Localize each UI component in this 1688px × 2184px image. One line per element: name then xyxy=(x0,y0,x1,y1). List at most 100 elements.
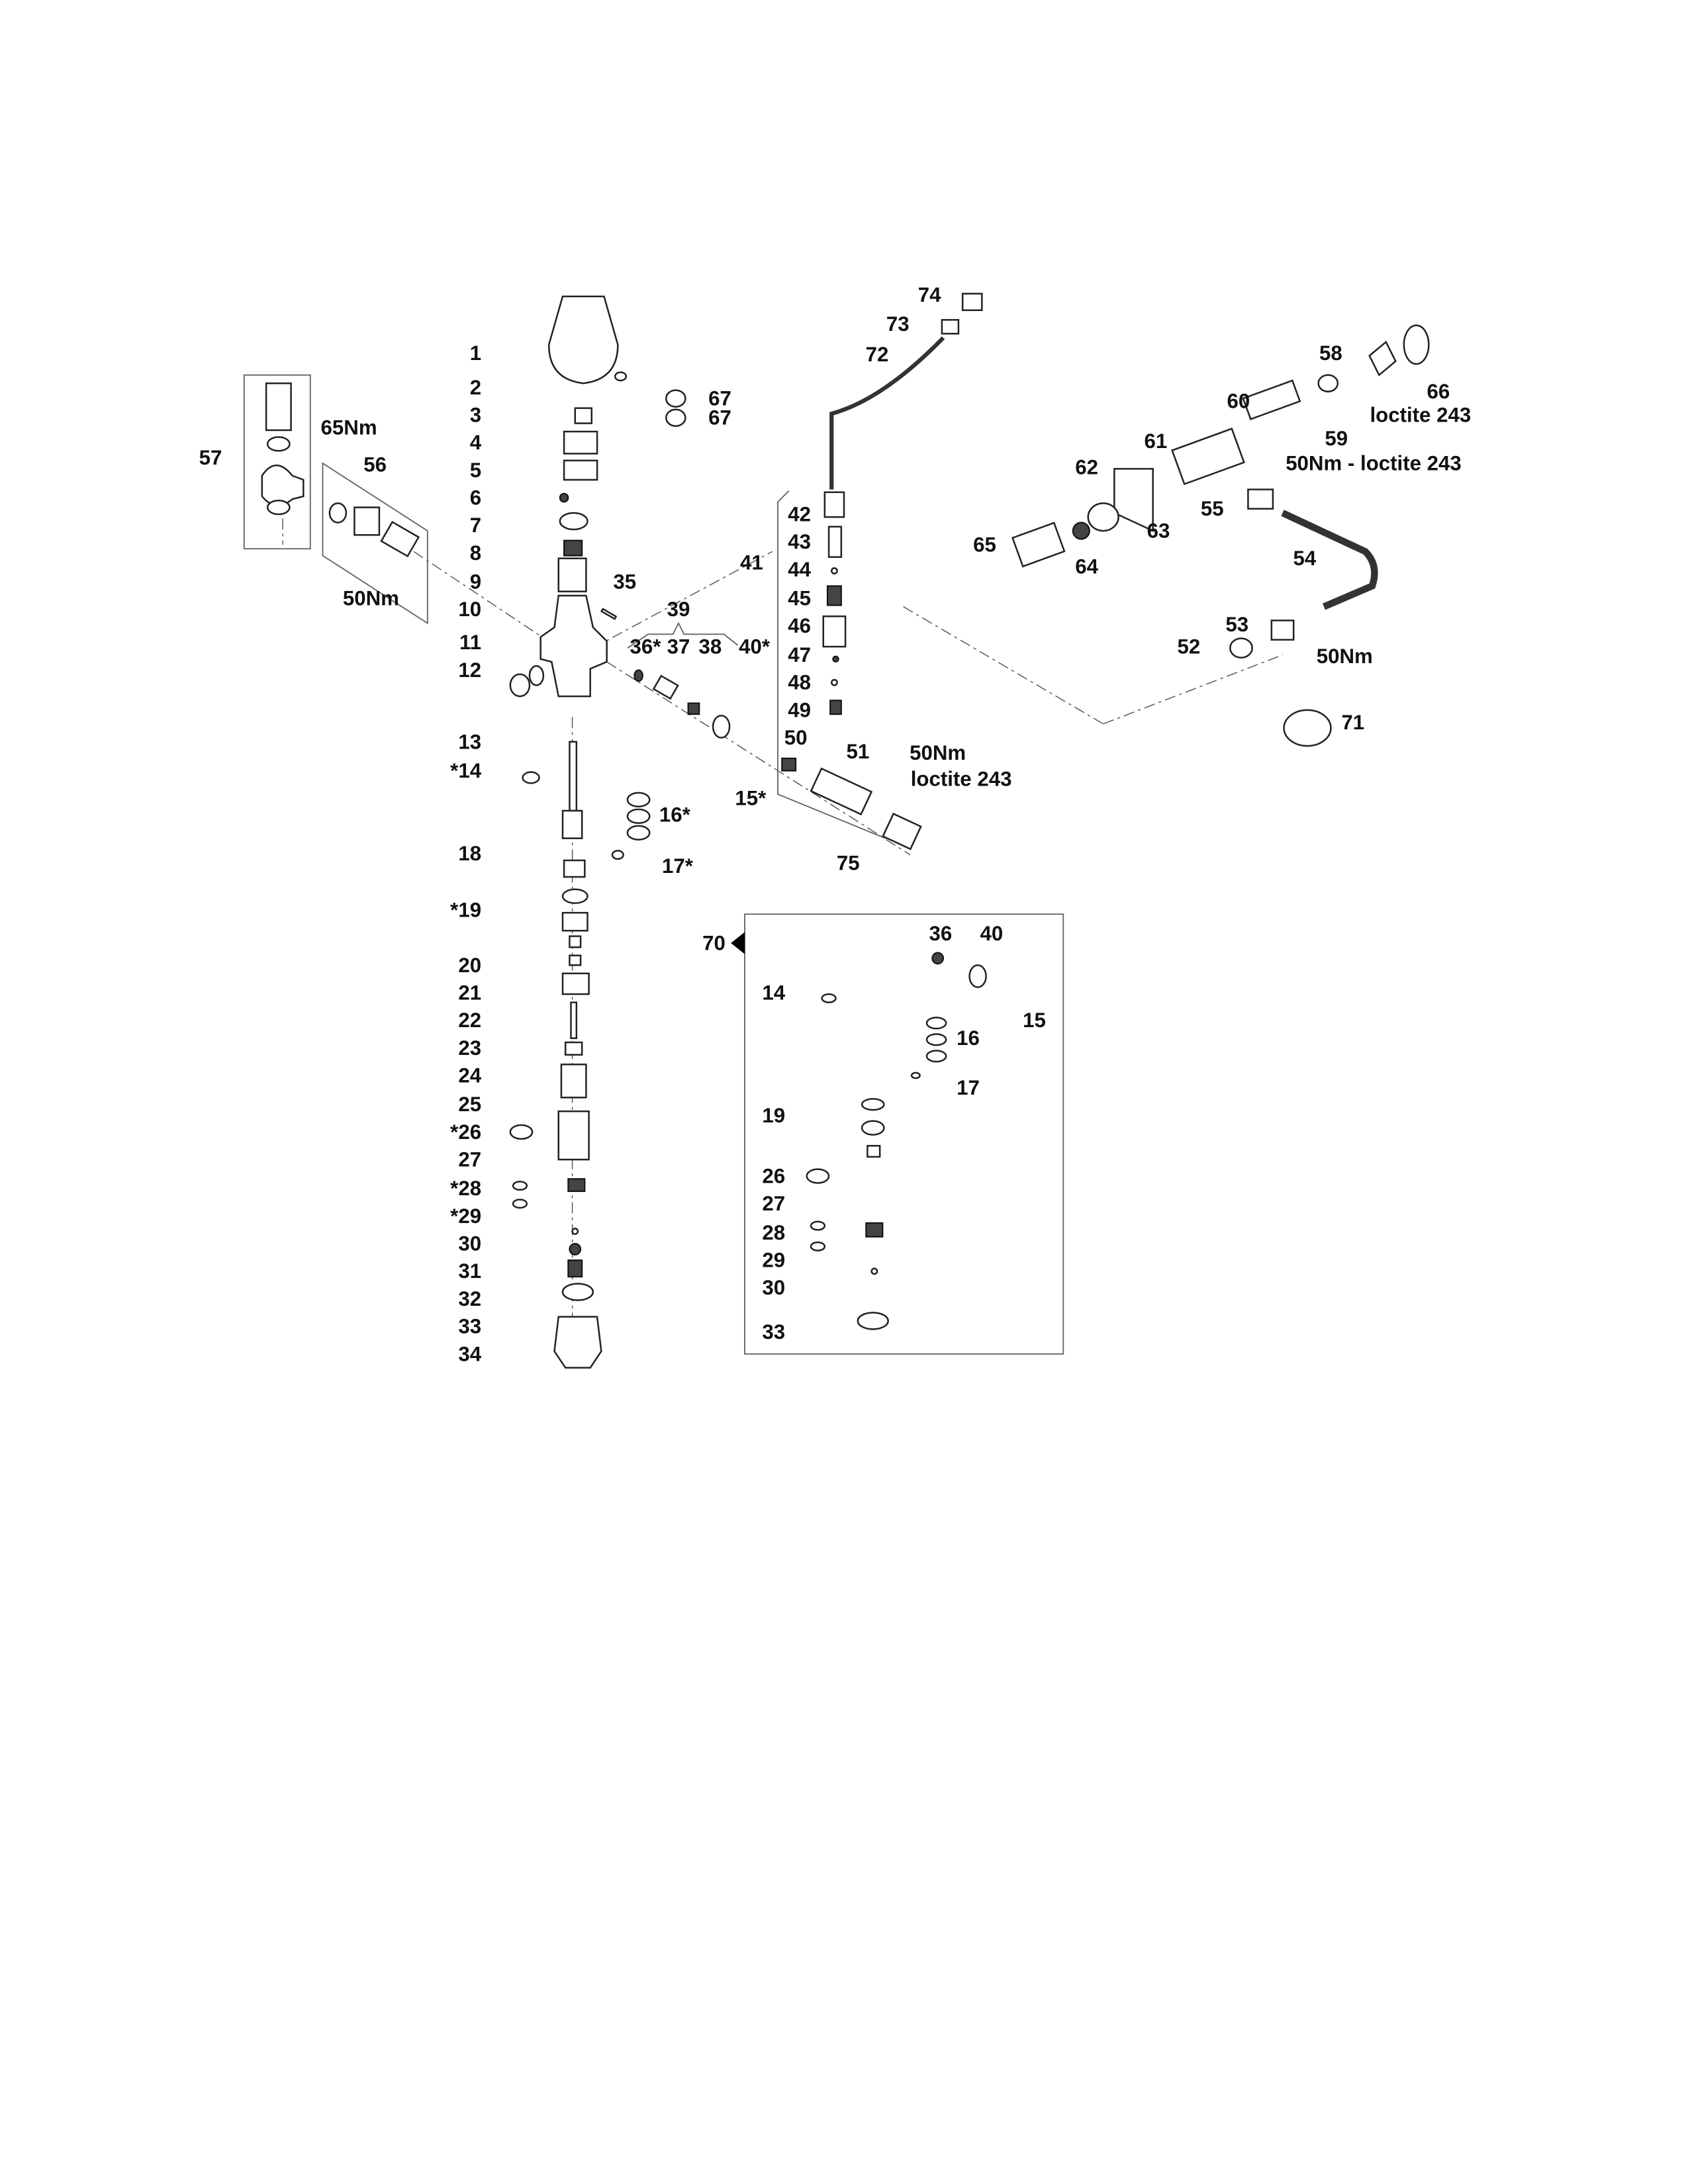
kit-callout-label: 36 xyxy=(929,922,952,945)
part-56-fitting xyxy=(380,520,420,558)
part-16-ring-c xyxy=(626,825,651,841)
callout-label: 13 xyxy=(458,730,481,753)
callout-label: 51 xyxy=(846,740,869,763)
part-19-seal xyxy=(561,911,588,932)
kit-70-pointer-icon xyxy=(731,932,745,954)
kit-part-30 xyxy=(870,1267,878,1275)
callout-label: 45 xyxy=(788,587,811,610)
part-49 xyxy=(829,700,842,715)
part-56-nut xyxy=(353,506,381,536)
callout-label: 71 xyxy=(1341,711,1364,734)
part-11-seal xyxy=(528,665,545,686)
callout-label: 9 xyxy=(470,570,481,594)
kit-callout-label: 27 xyxy=(762,1192,785,1215)
callout-labels: 12345678910111213*1415*16*17*18*19202122… xyxy=(199,283,1472,1365)
callout-label: 17* xyxy=(662,854,694,878)
part-50 xyxy=(781,757,797,772)
kit-56-box xyxy=(322,462,428,625)
callout-label: 10 xyxy=(458,598,481,621)
part-24-spring-seat xyxy=(560,1064,587,1099)
callout-label: 16* xyxy=(659,803,691,827)
callout-label: 52 xyxy=(1177,635,1200,659)
part-23 xyxy=(564,1041,583,1056)
part-65-hose-connector xyxy=(1011,522,1066,568)
part-52-washer xyxy=(1229,637,1253,659)
kit-part-27 xyxy=(865,1222,884,1238)
callout-label: 20 xyxy=(458,954,481,977)
callout-label: 64 xyxy=(1075,555,1098,578)
part-16-ring-b xyxy=(626,808,651,825)
callout-label: 2 xyxy=(470,376,481,399)
part-8 xyxy=(563,539,583,557)
part-20 xyxy=(569,954,582,966)
part-38 xyxy=(687,702,700,715)
kit-part-16-b xyxy=(925,1033,947,1046)
callout-label: 74 xyxy=(918,283,941,306)
part-25-sleeve xyxy=(557,1110,590,1161)
callout-label: 62 xyxy=(1075,456,1098,479)
callout-label: 72 xyxy=(866,343,889,366)
part-28-ring xyxy=(512,1181,528,1191)
part-15-piston xyxy=(561,809,583,839)
part-61-fitting xyxy=(1171,428,1245,486)
part-19-bush xyxy=(569,935,582,948)
kit-part-17 xyxy=(910,1071,921,1079)
callout-label: 1 xyxy=(470,341,481,365)
callout-label: 55 xyxy=(1201,497,1224,520)
kit-57-box xyxy=(243,374,311,550)
part-2-screw xyxy=(614,371,628,382)
part-10-valve-body xyxy=(539,594,608,698)
part-44 xyxy=(831,567,838,574)
part-73-nut xyxy=(941,319,960,335)
kit-part-19-ring xyxy=(861,1098,885,1111)
part-31 xyxy=(569,1243,582,1255)
callout-label: 50Nm xyxy=(343,587,399,610)
part-47 xyxy=(832,655,839,663)
part-71-cap xyxy=(1283,709,1332,747)
repair-kit-70-box xyxy=(744,913,1064,1355)
part-72-hose xyxy=(829,336,945,490)
callout-label: *29 xyxy=(450,1205,481,1228)
part-63-nut xyxy=(1087,502,1119,532)
kit-callout-label: 40 xyxy=(980,922,1004,945)
part-37 xyxy=(652,674,679,700)
kit-70-title: 70 xyxy=(702,931,726,954)
part-45 xyxy=(826,585,842,606)
callout-label: 33 xyxy=(458,1315,481,1338)
kit-41-bracket xyxy=(777,490,886,839)
callout-label: 66 xyxy=(1427,380,1450,403)
part-55-fitting xyxy=(1247,488,1274,510)
callout-label: 8 xyxy=(470,541,481,565)
part-18 xyxy=(563,859,586,878)
callout-label: 39 xyxy=(667,598,690,621)
part-35-pin xyxy=(600,608,618,620)
part-43 xyxy=(827,525,843,558)
kit-callout-label: 33 xyxy=(762,1320,785,1343)
part-67-nut-b xyxy=(665,408,686,427)
callout-label: 54 xyxy=(1293,547,1316,570)
part-74-screw xyxy=(961,293,983,312)
part-54-pipe xyxy=(1281,510,1378,610)
kit-callout-label: 28 xyxy=(762,1221,785,1244)
parts-right xyxy=(781,293,1430,850)
part-9-spring xyxy=(557,557,587,593)
callout-label: 18 xyxy=(458,842,481,865)
callout-label: 75 xyxy=(837,852,860,875)
callout-label: 11 xyxy=(459,631,481,654)
kit-part-19-seal xyxy=(861,1120,885,1136)
callout-label: 50Nm xyxy=(910,741,966,764)
callout-label: 44 xyxy=(788,558,811,581)
part-13-stem xyxy=(569,741,578,812)
kit-callout-label: 19 xyxy=(762,1104,785,1127)
parts xyxy=(509,295,731,1369)
callout-label: 57 xyxy=(199,446,222,469)
callout-label: 59 xyxy=(1325,427,1348,450)
callout-label: 21 xyxy=(458,981,481,1004)
kit-part-28 xyxy=(810,1220,826,1231)
kit-callout-label: 26 xyxy=(762,1165,785,1188)
callout-label: 50Nm - loctite 243 xyxy=(1286,451,1462,475)
part-21 xyxy=(561,972,590,995)
part-42 xyxy=(823,491,845,518)
callout-label: 61 xyxy=(1144,430,1167,453)
